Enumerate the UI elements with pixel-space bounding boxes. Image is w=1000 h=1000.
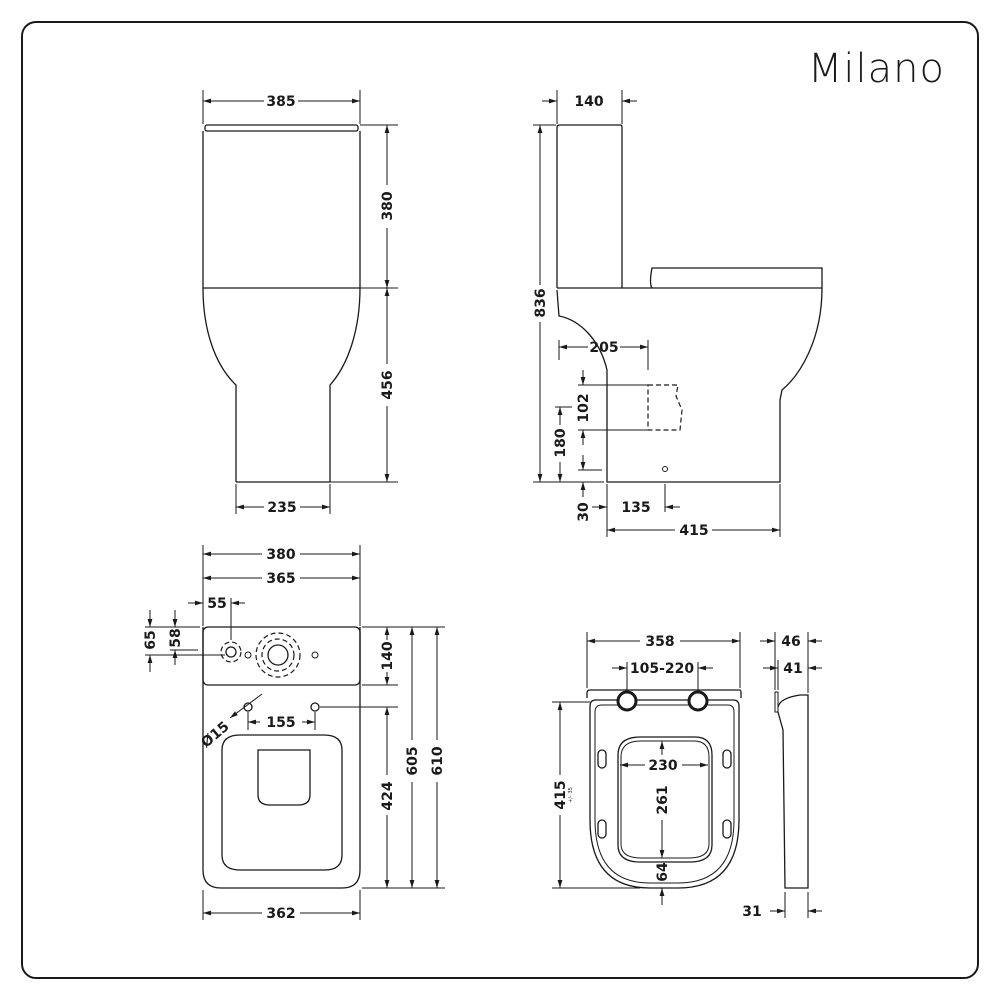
dim-total-height: 836 <box>533 288 549 317</box>
dim-cistern-depth: 140 <box>574 94 603 110</box>
dim-length-a: 605 <box>405 746 421 775</box>
dim-aperture-width: 230 <box>648 758 677 774</box>
dim-thickness-overall: 46 <box>781 634 800 650</box>
seat-length-tolerance: +/- 35 <box>568 787 574 803</box>
dim-fix-to-front: 424 <box>380 781 396 810</box>
dim-seat-length: 415 <box>553 780 569 809</box>
plan-view: 380 365 55 65 58 140 155 Ø15 424 605 610… <box>143 545 446 922</box>
dim-plan-cistern-depth: 140 <box>380 641 396 670</box>
dim-cistern-width: 365 <box>266 571 295 587</box>
frame-border <box>21 21 979 979</box>
dim-fixing-offset: 135 <box>621 500 650 516</box>
dim-thickness-lid: 31 <box>742 904 761 920</box>
dim-plan-base-width: 362 <box>266 906 295 922</box>
dim-inlet-offset: 55 <box>207 596 226 612</box>
dim-cistern-height: 380 <box>380 191 396 220</box>
dim-outlet-offset: 205 <box>589 340 618 356</box>
dim-aperture-length: 261 <box>655 785 671 814</box>
dim-outlet-diameter: 102 <box>576 393 592 422</box>
dim-pan-height: 456 <box>380 370 396 399</box>
dim-thickness-hinge: 41 <box>783 661 802 677</box>
dim-width-top: 385 <box>266 94 295 110</box>
seat-view: 358 105-220 230 261 64 415 +/- 35 46 41 … <box>552 632 822 920</box>
dim-fixing-spacing: 155 <box>266 715 295 731</box>
dim-outlet-height: 180 <box>553 428 569 457</box>
dim-base-width: 235 <box>267 500 296 516</box>
dim-fixing-height: 30 <box>576 502 592 522</box>
dim-hinge-spacing: 105-220 <box>630 661 695 677</box>
brand-logo: Milano <box>808 46 945 92</box>
dim-inlet-depth-a: 65 <box>143 630 159 649</box>
side-view: 140 836 205 102 180 30 135 415 <box>533 90 823 539</box>
dim-projection: 415 <box>679 523 708 539</box>
dim-length-b: 610 <box>430 746 446 775</box>
dim-overall-width: 380 <box>266 547 295 563</box>
dim-seat-width: 358 <box>645 634 674 650</box>
dim-front-rim: 64 <box>655 862 671 882</box>
front-view: 385 380 456 235 <box>202 90 398 516</box>
dim-inlet-depth-b: 58 <box>168 628 184 647</box>
